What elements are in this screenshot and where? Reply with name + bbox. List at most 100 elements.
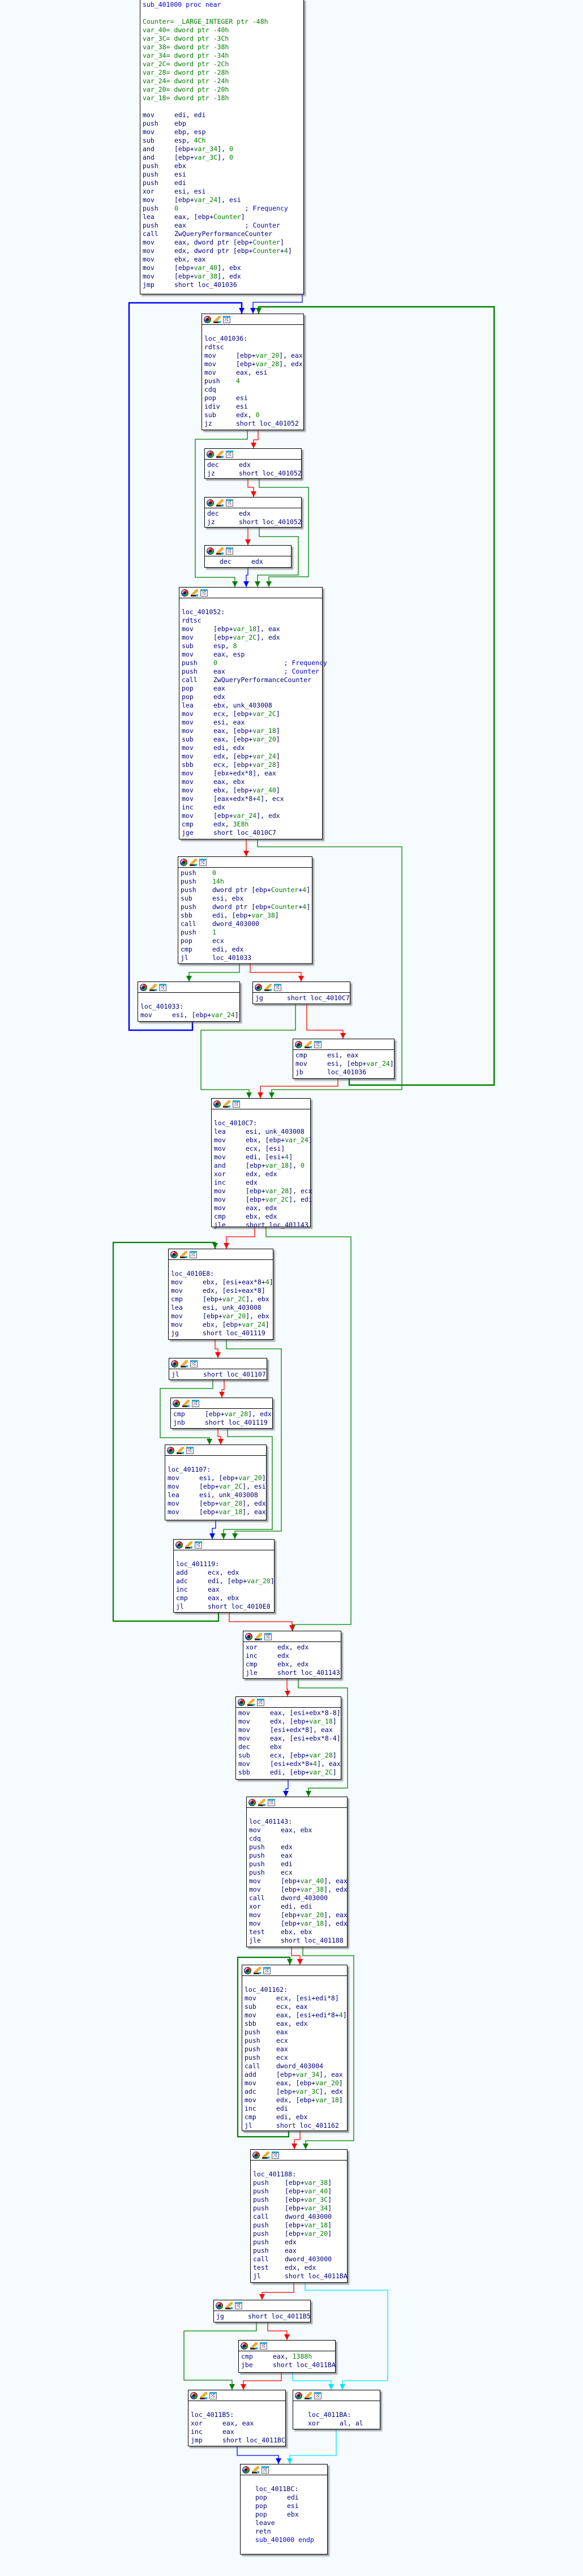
graph-icon[interactable] — [223, 315, 230, 324]
rename-icon[interactable] — [216, 450, 224, 458]
code-line[interactable]: mov[ebp+var_28], edx — [204, 360, 303, 368]
code-line[interactable]: mov[ebp+var_38], edx — [143, 272, 301, 281]
color-icon[interactable] — [190, 2391, 198, 2399]
code-label[interactable]: loc_401107: — [168, 1465, 211, 1473]
color-icon[interactable] — [171, 1360, 178, 1368]
code-line[interactable]: var_24= dword ptr -24h — [143, 77, 229, 85]
rename-icon[interactable] — [191, 589, 198, 597]
code-line[interactable]: leave — [255, 2519, 325, 2527]
rename-icon[interactable] — [177, 1446, 184, 1454]
code-line[interactable]: mov[ebp+var_24], esi — [143, 196, 301, 204]
rename-icon[interactable] — [262, 2151, 269, 2159]
code-line[interactable]: and[ebp+var_34], 0 — [143, 145, 301, 153]
code-line[interactable]: mov[ebp+var_18], edx — [249, 1919, 348, 1928]
rename-icon[interactable] — [190, 858, 197, 866]
rename-icon[interactable] — [305, 1040, 312, 1048]
graph-icon[interactable] — [235, 2301, 242, 2311]
graph-icon[interactable] — [199, 858, 207, 867]
rename-icon[interactable] — [255, 1632, 262, 1640]
color-icon[interactable] — [244, 1966, 251, 1974]
code-line[interactable] — [143, 102, 301, 111]
color-icon[interactable] — [207, 547, 214, 555]
rename-icon[interactable] — [149, 983, 157, 991]
graph-icon[interactable] — [192, 1399, 199, 1408]
graph-icon[interactable] — [195, 1541, 202, 1550]
color-icon[interactable] — [255, 983, 262, 991]
code-line[interactable]: mov[ebp+var_18], eax — [182, 625, 320, 633]
code-label[interactable]: loc_401033: — [140, 1002, 184, 1010]
code-line[interactable]: rdtsc — [182, 616, 320, 625]
rename-icon[interactable] — [305, 2391, 312, 2399]
rename-icon[interactable] — [213, 315, 221, 323]
code-line[interactable]: mov[ebp+var_38], edx — [249, 1885, 348, 1894]
color-icon[interactable] — [245, 1632, 252, 1640]
rename-icon[interactable] — [252, 2466, 259, 2474]
code-block[interactable]: sub_401000 proc near Counter= _LARGE_INT… — [140, 0, 304, 294]
code-line[interactable]: var_3C= dword ptr -3Ch — [143, 35, 229, 42]
code-line[interactable]: var_34= dword ptr -34h — [143, 52, 229, 59]
code-line[interactable]: and[ebp+var_3C], 0 — [143, 153, 301, 162]
color-icon[interactable] — [295, 2391, 302, 2399]
code-line[interactable]: mov[ebp+var_28], edx — [168, 1499, 266, 1508]
graph-icon[interactable] — [233, 1100, 240, 1109]
color-icon[interactable] — [248, 1798, 256, 1806]
graph-icon[interactable] — [186, 1446, 194, 1455]
code-line[interactable]: push[ebp+var_3C] — [253, 2196, 345, 2204]
code-line[interactable]: sub_401000 endp — [255, 2536, 314, 2544]
code-line[interactable]: mov[ebp+var_20], eax — [249, 1911, 348, 1919]
graph-icon[interactable] — [260, 2342, 267, 2351]
code-line[interactable]: Counter= _LARGE_INTEGER ptr -48h — [143, 18, 268, 25]
code-line[interactable]: sub_401000 proc near — [143, 1, 221, 8]
code-label[interactable]: loc_401143: — [249, 1818, 293, 1825]
code-line[interactable]: mov[ebp+var_28], ecx — [214, 1187, 312, 1195]
code-label[interactable]: loc_4011B5: — [191, 2411, 234, 2419]
